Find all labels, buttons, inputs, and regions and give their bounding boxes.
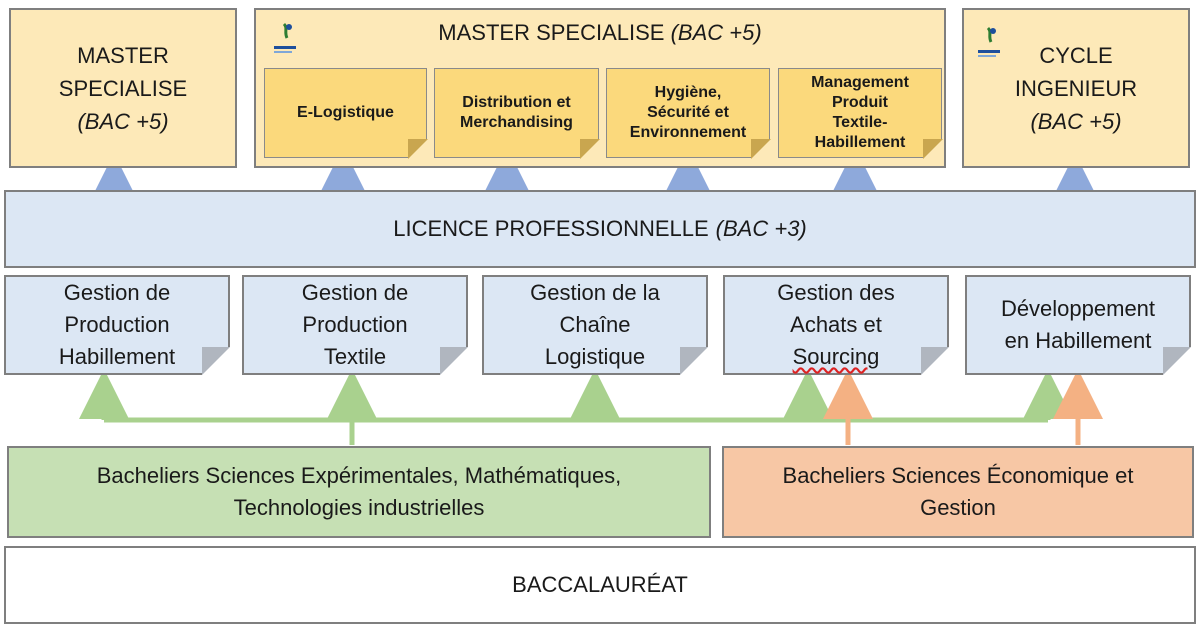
logo-icon — [274, 22, 296, 53]
licence-suffix: (BAC +3) — [715, 216, 807, 241]
cycle-line2: INGENIEUR — [1014, 75, 1138, 101]
master-specialise-box-left: MASTER SPECIALISE (BAC +5) — [9, 8, 237, 168]
cycle-line1: CYCLE — [1039, 42, 1113, 68]
program-distribution-merchandising: Distribution et Merchandising — [434, 68, 600, 159]
baccalaureat-label: BACCALAURÉAT — [512, 572, 688, 597]
specialty-chaine-logistique: Gestion de la Chaîne Logistique — [482, 275, 708, 375]
specialty-line: Gestion de la — [530, 280, 660, 305]
program-e-logistique: E-Logistique — [264, 68, 428, 159]
program-line: Merchandising — [460, 114, 573, 131]
arrows-licence-to-masters — [89, 147, 1100, 203]
logo-icon — [978, 26, 1000, 57]
program-management-produit-textile-habillement: Management Produit Textile- Habillement — [778, 68, 943, 159]
specialty-line: Production — [302, 312, 408, 337]
master-group-title: MASTER SPECIALISE (BAC +5) — [438, 20, 761, 46]
licence-professionnelle-bar: LICENCE PROFESSIONNELLE (BAC +3) — [4, 190, 1196, 268]
specialty-line: Gestion des — [777, 280, 895, 305]
master-group-title-text: MASTER SPECIALISE — [438, 20, 665, 45]
program-line: Textile- — [832, 114, 888, 131]
specialty-line: Gestion de — [63, 280, 171, 305]
licence-title: LICENCE PROFESSIONNELLE — [393, 216, 709, 241]
bacheliers-sciences-box: Bacheliers Sciences Expérimentales, Math… — [7, 446, 711, 538]
cycle-line3: (BAC +5) — [1030, 108, 1122, 134]
specialty-line: Logistique — [544, 344, 646, 369]
specialty-line: Production — [64, 312, 170, 337]
program-line: Management — [811, 74, 909, 91]
program-hygiene-securite-environnement: Hygiène, Sécurité et Environnement — [606, 68, 771, 159]
master-group-title-suffix: (BAC +5) — [670, 20, 762, 45]
bacheliers-eco-line2: Gestion — [920, 495, 996, 520]
specialty-line: Développement — [1000, 296, 1156, 321]
program-line: Habillement — [814, 134, 906, 151]
cycle-ingenieur-box: CYCLE INGENIEUR (BAC +5) — [962, 8, 1190, 168]
program-line: Distribution et — [462, 94, 571, 111]
specialty-line: Textile — [323, 344, 387, 369]
specialty-developpement-habillement: Développement en Habillement — [965, 275, 1191, 375]
master-left-line2: SPECIALISE — [58, 75, 188, 101]
specialty-production-textile: Gestion de Production Textile — [242, 275, 468, 375]
specialty-line: Chaîne — [559, 312, 631, 337]
program-line: Produit — [832, 94, 888, 111]
specialty-achats-sourcing: Gestion des Achats et Sourcing — [723, 275, 949, 375]
program-line: Hygiène, — [654, 84, 722, 101]
program-line: Sécurité et — [647, 104, 729, 121]
arrows-eco-to-licences — [823, 369, 1103, 445]
bacheliers-eco-box: Bacheliers Sciences Économique et Gestio… — [722, 446, 1194, 538]
program-line: Environnement — [629, 124, 747, 141]
master-left-line3: (BAC +5) — [77, 108, 169, 134]
specialty-line: Gestion de — [301, 280, 409, 305]
specialty-line: Achats et — [790, 312, 882, 337]
specialty-line: Habillement — [58, 344, 176, 369]
bacheliers-eco-line1: Bacheliers Sciences Économique et — [782, 463, 1134, 488]
baccalaureat-box: BACCALAURÉAT — [4, 546, 1196, 624]
bacheliers-sciences-line1: Bacheliers Sciences Expérimentales, Math… — [96, 463, 622, 488]
bacheliers-sciences-line2: Technologies industrielles — [233, 495, 485, 520]
specialty-production-habillement: Gestion de Production Habillement — [4, 275, 230, 375]
master-left-line1: MASTER — [77, 42, 169, 68]
arrows-sciences-to-licences — [79, 369, 1073, 445]
specialty-line: Sourcing — [792, 344, 880, 369]
specialty-line: en Habillement — [1004, 328, 1152, 353]
program-line: E-Logistique — [297, 104, 394, 121]
